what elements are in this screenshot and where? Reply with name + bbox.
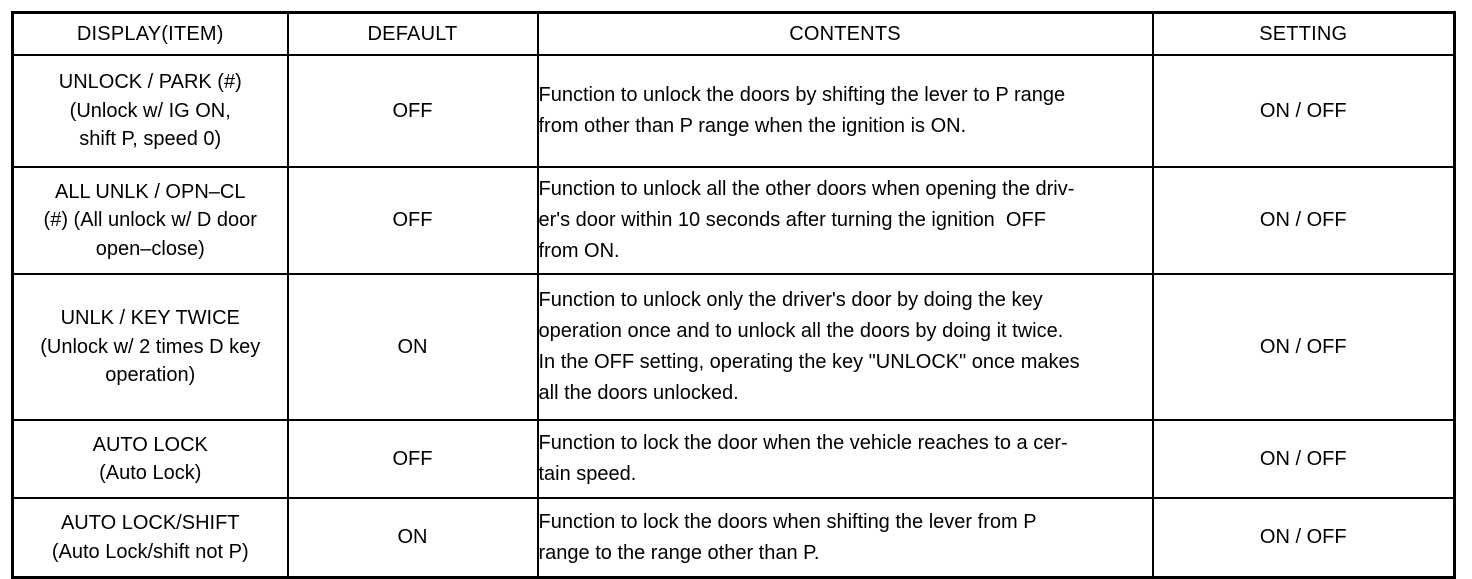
cell-display-item: AUTO LOCK (Auto Lock)	[11, 419, 289, 499]
table-header-row: DISPLAY(ITEM) DEFAULT CONTENTS SETTING	[11, 11, 1456, 56]
item-line: operation)	[105, 364, 196, 387]
contents-line: In the OFF setting, operating the key "U…	[538, 351, 1080, 373]
settings-table: DISPLAY(ITEM) DEFAULT CONTENTS SETTING	[11, 11, 1456, 579]
contents-line: Function to unlock the doors by shifting…	[538, 84, 1066, 106]
column-header-setting-label: SETTING	[1259, 23, 1348, 45]
cell-contents: Function to lock the door when the vehic…	[536, 419, 1154, 499]
item-line: (Unlock w/ 2 times D key	[40, 335, 261, 358]
cell-setting-value: ON / OFF	[1151, 54, 1456, 168]
contents-line: Function to unlock all the other doors w…	[538, 178, 1075, 200]
item-line: open–close)	[95, 237, 205, 260]
column-header-default: DEFAULT	[286, 11, 539, 56]
cell-display-item: UNLOCK / PARK (#) (Unlock w/ IG ON, shif…	[11, 54, 289, 168]
contents-line: all the doors unlocked.	[538, 382, 739, 404]
cell-display-item: AUTO LOCK/SHIFT (Auto Lock/shift not P)	[11, 497, 289, 579]
column-header-display-item: DISPLAY(ITEM)	[11, 11, 289, 56]
item-line: (#) (All unlock w/ D door	[43, 209, 257, 232]
cell-setting-value: ON / OFF	[1151, 419, 1456, 499]
cell-setting-value: ON / OFF	[1151, 273, 1456, 421]
item-line: UNLOCK / PARK (#)	[58, 71, 242, 94]
cell-contents: Function to unlock all the other doors w…	[536, 166, 1154, 275]
column-header-display-item-label: DISPLAY(ITEM)	[76, 23, 224, 45]
table-row: AUTO LOCK (Auto Lock) OFF Function to lo…	[11, 419, 1456, 499]
table-row: AUTO LOCK/SHIFT (Auto Lock/shift not P) …	[11, 497, 1456, 579]
settings-table-wrapper: DISPLAY(ITEM) DEFAULT CONTENTS SETTING	[11, 11, 1456, 579]
table-row: UNLK / KEY TWICE (Unlock w/ 2 times D ke…	[11, 273, 1456, 421]
item-line: AUTO LOCK	[92, 433, 208, 456]
column-header-default-label: DEFAULT	[367, 23, 458, 45]
contents-line: er's door within 10 seconds after turnin…	[538, 209, 1046, 231]
item-line: shift P, speed 0)	[79, 128, 222, 151]
table-row: UNLOCK / PARK (#) (Unlock w/ IG ON, shif…	[11, 54, 1456, 168]
contents-line: range to the range other than P.	[538, 541, 820, 564]
column-header-contents-label: CONTENTS	[789, 23, 901, 45]
contents-line: Function to lock the door when the vehic…	[538, 432, 1068, 454]
item-line: UNLK / KEY TWICE	[60, 307, 240, 330]
cell-display-item: ALL UNLK / OPN–CL (#) (All unlock w/ D d…	[11, 166, 289, 275]
cell-default-value: OFF	[286, 54, 539, 168]
table-row: ALL UNLK / OPN–CL (#) (All unlock w/ D d…	[11, 166, 1456, 275]
cell-setting-value: ON / OFF	[1151, 497, 1456, 579]
table-header: DISPLAY(ITEM) DEFAULT CONTENTS SETTING	[11, 11, 1456, 56]
item-line: (Unlock w/ IG ON,	[69, 99, 231, 122]
item-line: ALL UNLK / OPN–CL	[55, 180, 246, 203]
table-body: UNLOCK / PARK (#) (Unlock w/ IG ON, shif…	[11, 54, 1456, 579]
contents-line: operation once and to unlock all the doo…	[538, 320, 1064, 342]
contents-line: from ON.	[538, 240, 620, 262]
item-line: AUTO LOCK/SHIFT	[60, 512, 240, 535]
cell-default-value: ON	[286, 497, 539, 579]
cell-contents: Function to unlock only the driver's doo…	[536, 273, 1154, 421]
cell-default-value: ON	[286, 273, 539, 421]
cell-display-item: UNLK / KEY TWICE (Unlock w/ 2 times D ke…	[11, 273, 289, 421]
cell-default-value: OFF	[286, 166, 539, 275]
cell-setting-value: ON / OFF	[1151, 166, 1456, 275]
column-header-setting: SETTING	[1151, 11, 1456, 56]
contents-line: Function to unlock only the driver's doo…	[538, 289, 1043, 311]
cell-default-value: OFF	[286, 419, 539, 499]
cell-contents: Function to lock the doors when shifting…	[536, 497, 1154, 579]
contents-line: Function to lock the doors when shifting…	[538, 510, 1037, 533]
column-header-contents: CONTENTS	[536, 11, 1154, 56]
contents-line: from other than P range when the ignitio…	[538, 115, 967, 137]
item-line: (Auto Lock)	[99, 462, 202, 484]
contents-line: tain speed.	[538, 463, 637, 485]
item-line: (Auto Lock/shift not P)	[51, 540, 249, 563]
cell-contents: Function to unlock the doors by shifting…	[536, 54, 1154, 168]
